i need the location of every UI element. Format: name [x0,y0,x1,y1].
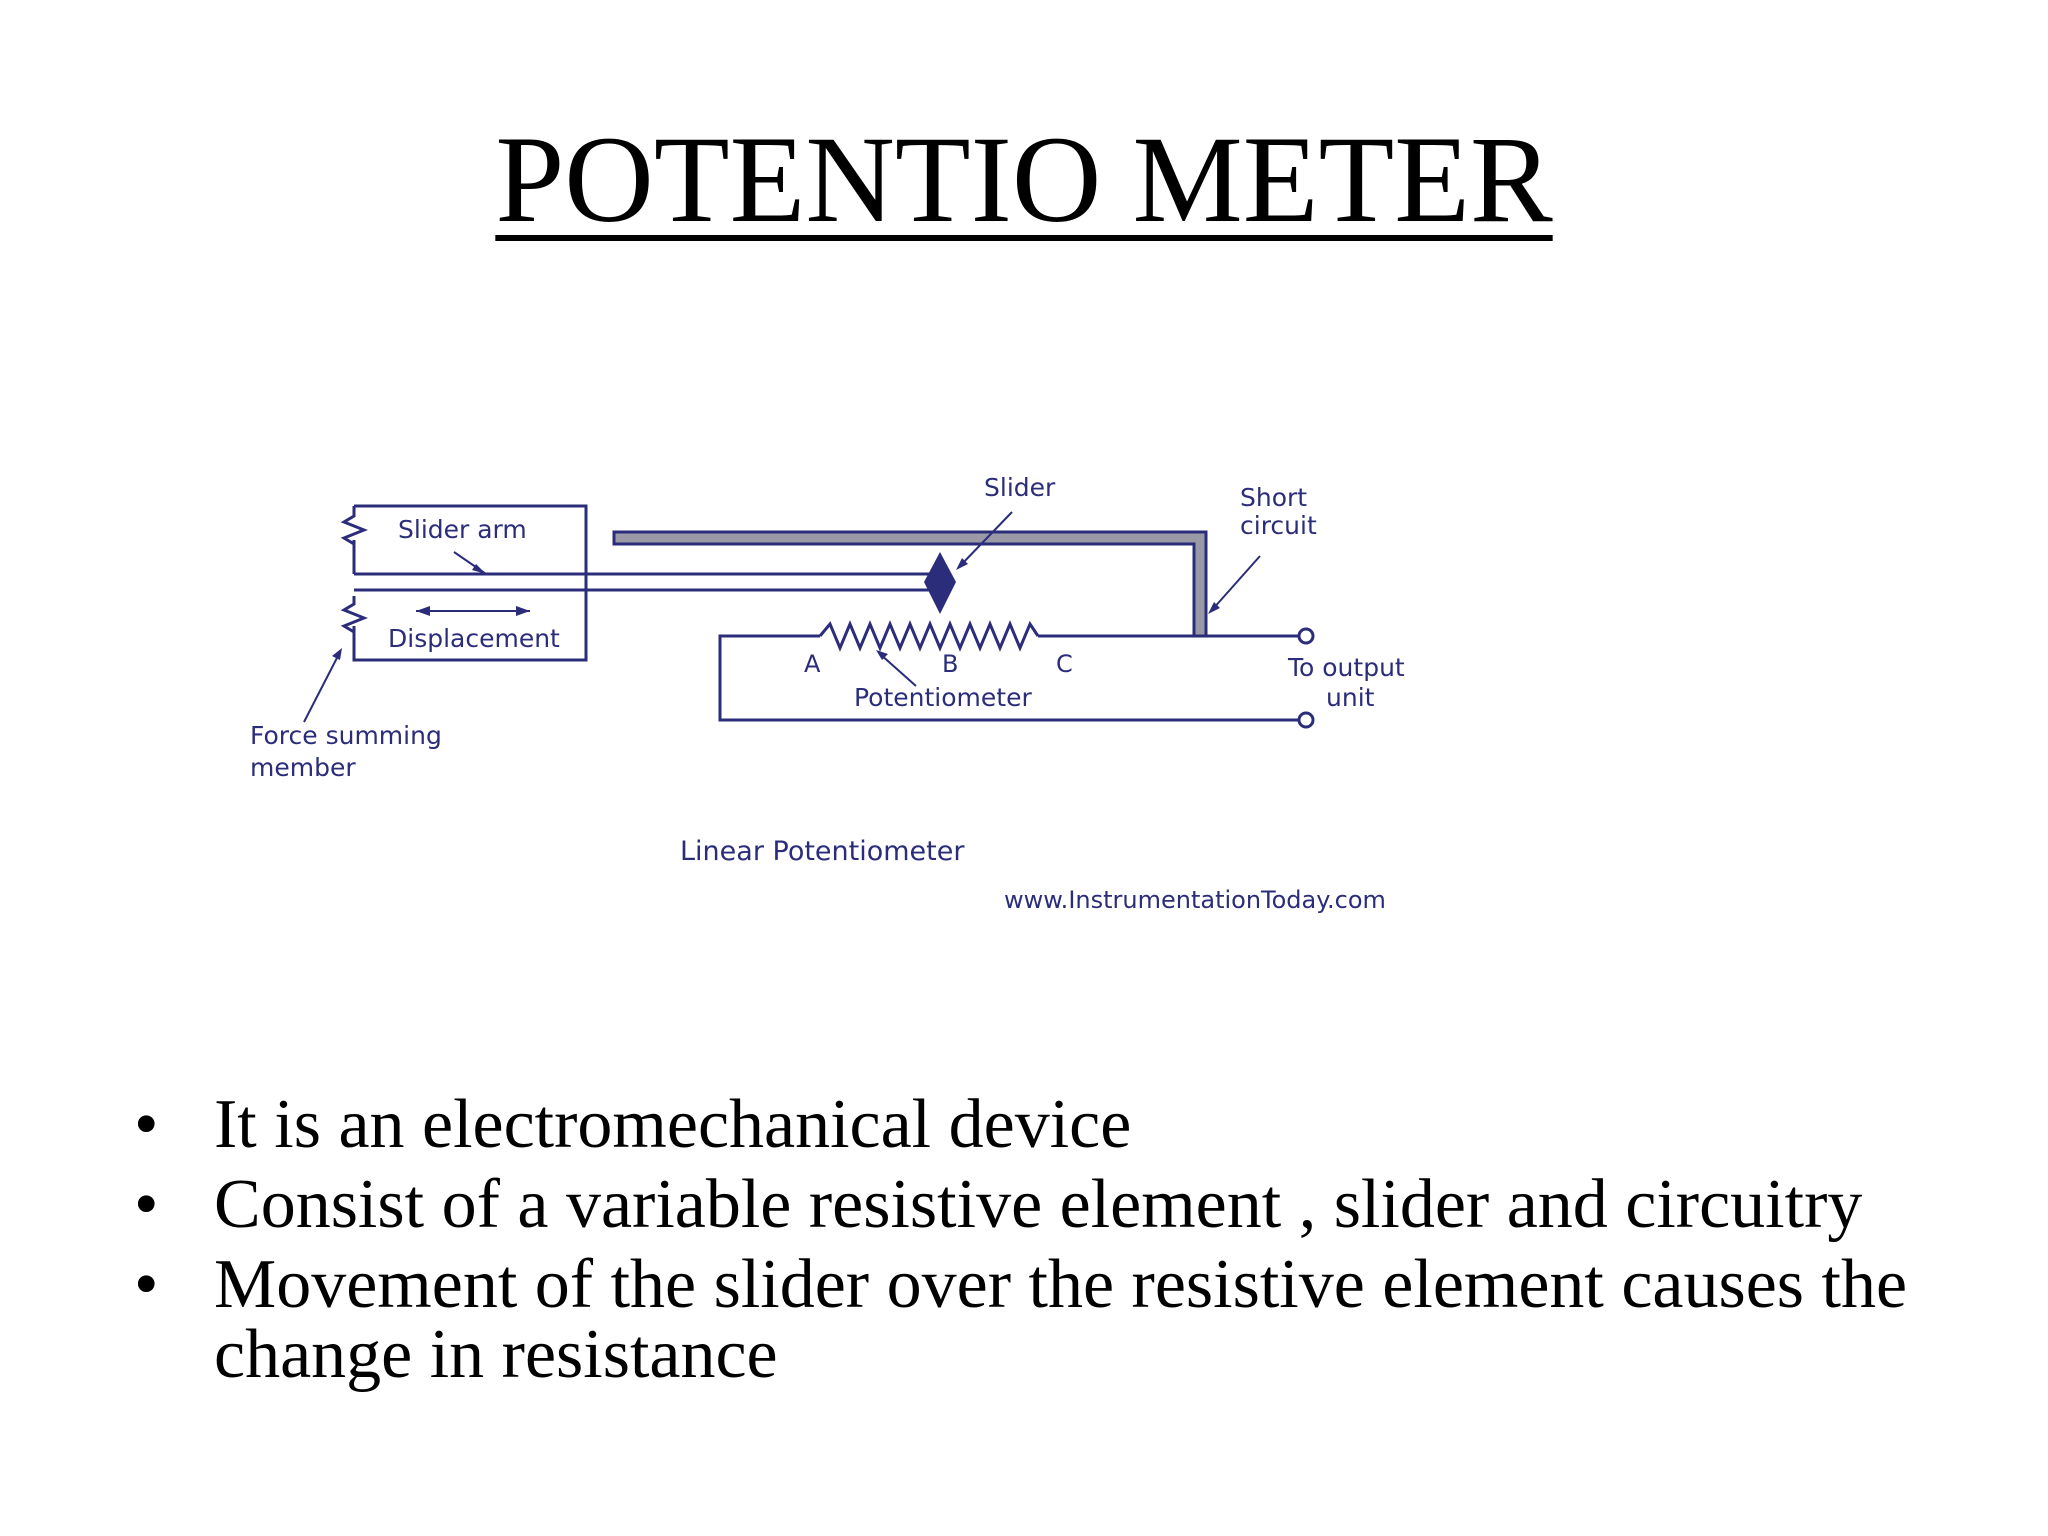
label-force-member: member [250,753,356,782]
force-member-leader [303,651,341,723]
slide-title-text: POTENTIO METER [495,111,1553,248]
label-point-c: C [1056,650,1073,678]
bullet-text: Movement of the slider over the resistiv… [214,1246,1908,1393]
bullet-item: •Consist of a variable resistive element… [134,1170,1984,1240]
output-terminal-top [1297,627,1315,645]
output-terminal-bottom [1297,711,1315,729]
slider-arm-arrowhead [472,564,486,574]
label-potentiometer: Potentiometer [854,683,1032,712]
label-slider: Slider [984,473,1056,502]
label-force-summing: Force summing [250,721,442,750]
bullet-marker: • [134,1166,159,1243]
potentiometer-svg: Slider arm Displacement Force summing me… [250,473,1405,914]
diagram-caption: Linear Potentiometer [680,836,965,867]
circuit-left-wire [718,634,1298,722]
resistor-zigzag [818,620,1040,652]
force-member-arrowhead [332,648,342,660]
bullet-marker: • [134,1246,159,1323]
bullet-item: •It is an electromechanical device [134,1090,1984,1160]
potentiometer-arrowhead [876,650,888,660]
bullet-marker: • [134,1086,159,1163]
bullet-item: •Movement of the slider over the resisti… [134,1250,1984,1390]
label-to-output: To output [1287,653,1405,682]
diagram-credit: www.InstrumentationToday.com [1004,886,1386,914]
short-circuit-leader [1211,555,1261,611]
label-unit: unit [1326,683,1375,712]
bullet-text: Consist of a variable resistive element … [214,1166,1863,1243]
spring-upper [340,506,369,552]
label-slider-arm: Slider arm [398,515,527,544]
potentiometer-leader [879,653,917,687]
label-short: Short [1240,483,1307,512]
label-point-a: A [804,650,821,678]
displacement-arrow-left [416,606,430,616]
spring-lower [340,596,369,638]
displacement-arrow-right [516,606,530,616]
bullet-text: It is an electromechanical device [214,1086,1132,1163]
slide-title: POTENTIO METER [0,118,2048,242]
label-displacement: Displacement [388,624,560,653]
label-point-b: B [942,650,958,678]
slider-diamond [924,552,956,614]
bullet-list: •It is an electromechanical device •Cons… [134,1090,1984,1400]
slider-leader [959,511,1013,567]
short-circuit-arrowhead [1208,602,1220,614]
label-circuit: circuit [1240,511,1317,540]
linear-potentiometer-diagram: Slider arm Displacement Force summing me… [240,460,1460,940]
slider-arrowhead [956,558,968,570]
